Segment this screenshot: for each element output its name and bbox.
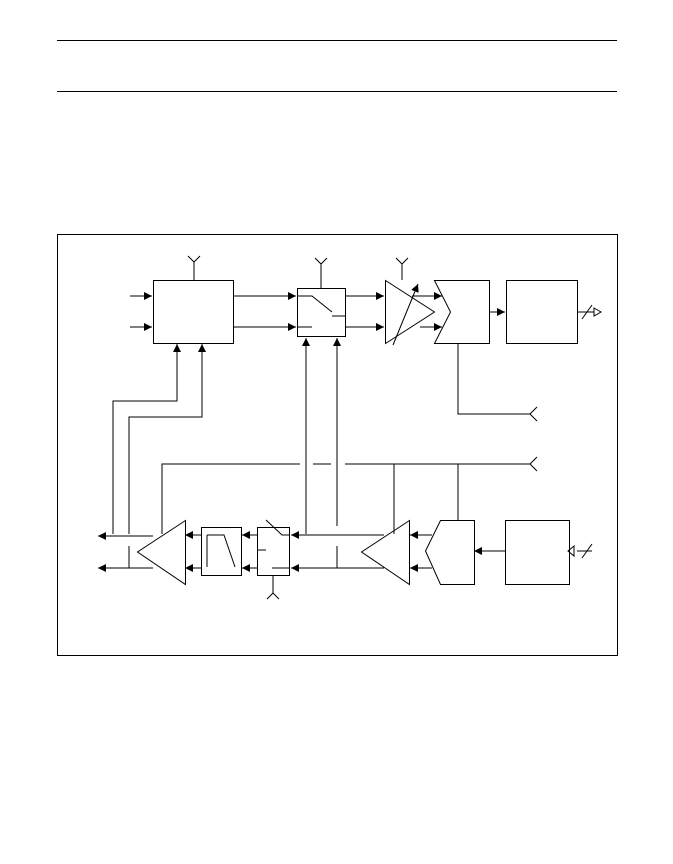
bottom-switch-symbol <box>258 519 290 569</box>
top-switch-pin-symbol <box>314 257 328 288</box>
variable-amplifier <box>385 279 436 345</box>
output-amplifier <box>360 519 410 586</box>
variable-amplifier-arrow <box>392 283 419 346</box>
amplifier-pin-symbol <box>395 257 409 280</box>
bottom-switch-pin-symbol <box>266 576 280 600</box>
control-line-2 <box>128 344 206 534</box>
filter-block <box>201 527 242 576</box>
dsp-block-bottom <box>505 520 570 585</box>
digital-output-symbol <box>578 304 603 320</box>
top-switch-box <box>297 288 346 337</box>
header-rule-top <box>57 40 617 41</box>
digital-input-symbol <box>567 543 593 559</box>
adc-converter <box>433 280 490 344</box>
diagram-frame <box>57 234 618 656</box>
input-block-pin-symbol <box>187 255 201 280</box>
top-switch-symbol <box>298 295 345 328</box>
header-rule-bottom <box>57 91 617 92</box>
dac-converter <box>424 520 475 585</box>
control-line-1 <box>112 344 181 534</box>
final-amplifier <box>136 519 186 586</box>
adc-clock-line <box>457 344 538 422</box>
dsp-block-top <box>506 280 578 344</box>
lowpass-filter-symbol <box>206 534 236 568</box>
input-block <box>153 280 234 344</box>
reference-bus <box>161 456 538 534</box>
